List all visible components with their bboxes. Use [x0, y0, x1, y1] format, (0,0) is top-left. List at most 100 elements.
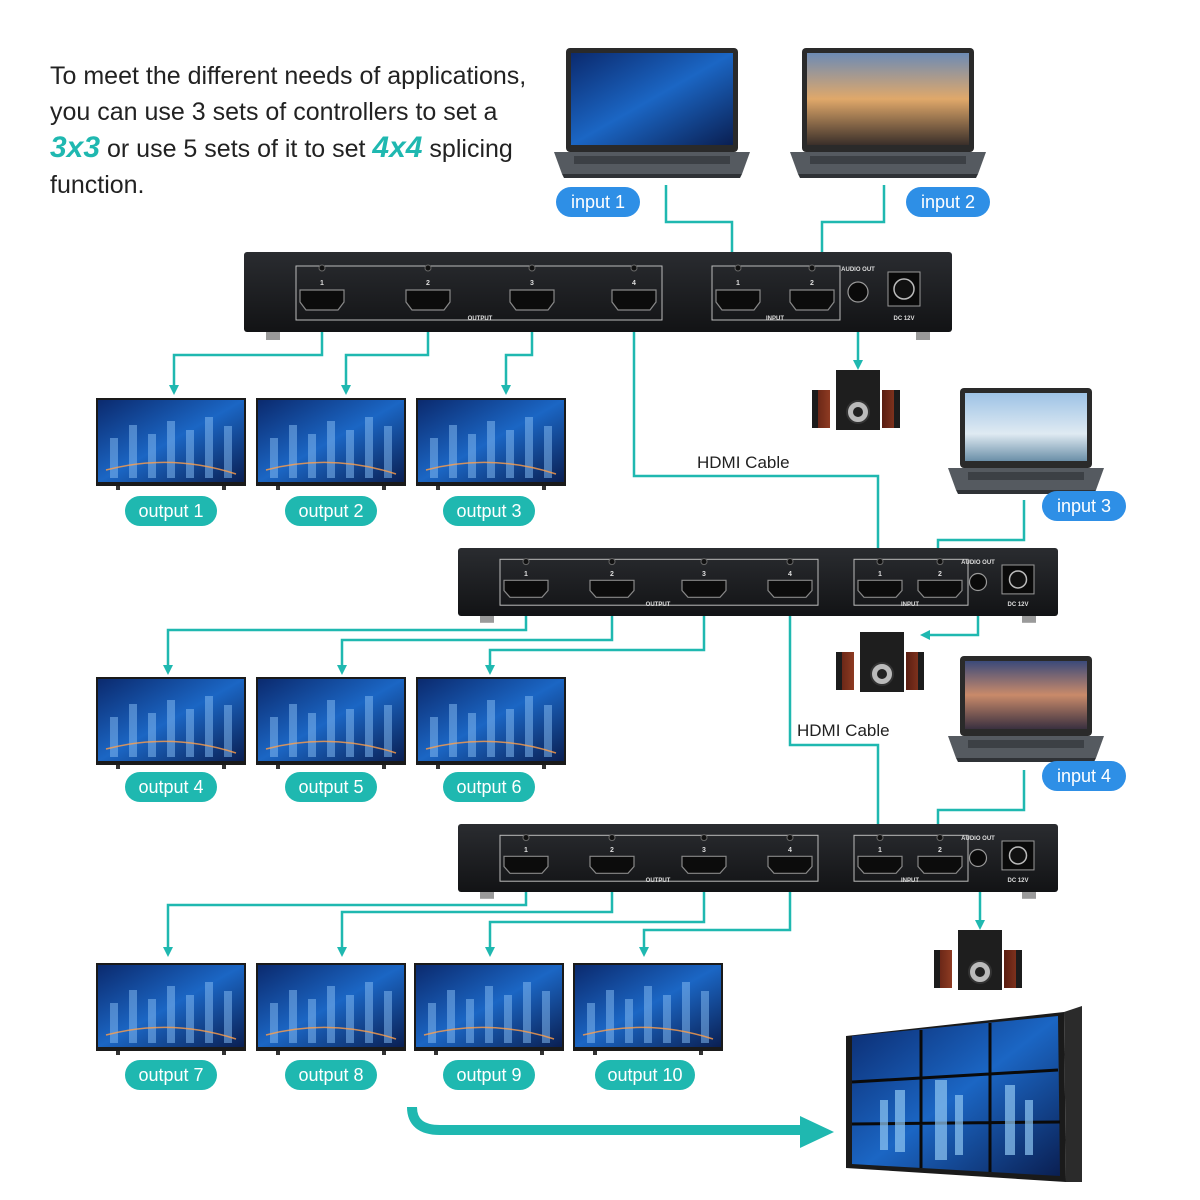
headline-part2: or use 5 sets of it to set [100, 135, 373, 163]
output-pill-label: output 3 [456, 501, 521, 521]
cable-hdmi-d1-d2 [632, 312, 883, 583]
hdmi-port-icon [503, 855, 549, 874]
hdmi-port-icon [405, 289, 451, 311]
input-pill-1: input 1 [556, 187, 640, 217]
power-jack-icon [1008, 570, 1028, 589]
tv-icon [256, 963, 406, 1055]
output-pill-5: output 5 [285, 772, 377, 802]
speaker-icon [934, 930, 1022, 990]
port-number: 4 [788, 847, 792, 854]
output-pill-10: output 10 [595, 1060, 695, 1090]
hdmi-port-icon [503, 579, 549, 598]
port-number: 3 [702, 571, 706, 578]
input-pill-label: input 2 [921, 192, 975, 212]
output-pill-4: output 4 [125, 772, 217, 802]
power-label: DC 12V [1007, 602, 1028, 608]
output-pill-2: output 2 [285, 496, 377, 526]
output-pill-label: output 10 [607, 1065, 682, 1085]
cable-d3-out1 [163, 886, 528, 957]
port-number: 1 [736, 280, 740, 287]
output-label: OUTPUT [646, 878, 671, 884]
output-pill-label: output 6 [456, 777, 521, 797]
hdmi-port-icon [715, 289, 761, 311]
hdmi-port-icon [767, 855, 813, 874]
input-pill-label: input 1 [571, 192, 625, 212]
hdmi-port-icon [589, 855, 635, 874]
port-number: 2 [610, 571, 614, 578]
input-label: INPUT [766, 316, 784, 322]
audio-out-label: AUDIO OUT [841, 267, 875, 273]
port-number: 4 [788, 571, 792, 578]
output-pill-1: output 1 [125, 496, 217, 526]
headline-part3: splicing function. [50, 135, 513, 199]
speaker-icon [836, 632, 924, 692]
power-jack-icon [893, 278, 915, 300]
tv-icon [256, 677, 406, 769]
output-pill-label: output 7 [138, 1065, 203, 1085]
cable-d3-out4 [639, 886, 792, 957]
headline-3x3: 3x3 [50, 131, 101, 164]
laptop-icon [948, 656, 1104, 762]
tv-icon [256, 398, 406, 490]
port-number: 1 [524, 847, 528, 854]
input-label: INPUT [901, 878, 919, 884]
cable-d2-out3 [485, 610, 706, 675]
video-wall-icon [846, 1006, 1082, 1182]
port-number: 1 [524, 571, 528, 578]
headline-4x4: 4x4 [372, 131, 423, 164]
cable-d2-out2 [337, 610, 614, 675]
cable-d1-out3 [501, 312, 534, 395]
hdmi-port-icon [857, 855, 903, 874]
cable-d3-out2 [337, 886, 614, 957]
hdmi-port-icon [789, 289, 835, 311]
cable-d3-out3 [485, 886, 706, 957]
port-number: 4 [632, 280, 636, 287]
output-pill-label: output 8 [298, 1065, 363, 1085]
power-label: DC 12V [1007, 878, 1028, 884]
output-pill-label: output 2 [298, 501, 363, 521]
laptop-icon [948, 388, 1104, 494]
tv-icon [416, 677, 566, 769]
laptop-icon [790, 48, 986, 178]
output-pill-9: output 9 [443, 1060, 535, 1090]
audio-out-label: AUDIO OUT [961, 560, 995, 566]
output-pill-7: output 7 [125, 1060, 217, 1090]
input-pill-2: input 2 [906, 187, 990, 217]
input-pill-3: input 3 [1042, 491, 1126, 521]
tv-icon [96, 963, 246, 1055]
output-pill-6: output 6 [443, 772, 535, 802]
input-label: INPUT [901, 602, 919, 608]
cable-d1-out2 [341, 312, 430, 395]
hdmi-cable-label-2: HDMI Cable [797, 721, 890, 740]
speaker-icon [812, 370, 900, 430]
output-label: OUTPUT [646, 602, 671, 608]
input-pill-label: input 4 [1057, 766, 1111, 786]
port-number: 3 [530, 280, 534, 287]
cable-input1 [664, 185, 737, 285]
hdmi-port-icon [299, 289, 345, 311]
output-pill-3: output 3 [443, 496, 535, 526]
tv-icon [96, 677, 246, 769]
hdmi-port-icon [589, 579, 635, 598]
cable-input2 [817, 185, 886, 285]
cable-hdmi-d2-d3 [788, 610, 883, 857]
hdmi-cable-label-1: HDMI Cable [697, 453, 790, 472]
port-number: 3 [702, 847, 706, 854]
audio-jack-icon [968, 572, 988, 592]
port-number: 2 [938, 847, 942, 854]
input-pill-label: input 3 [1057, 496, 1111, 516]
port-number: 2 [610, 847, 614, 854]
port-number: 1 [878, 571, 882, 578]
tv-icon [414, 963, 564, 1055]
headline-part1: To meet the different needs of applicati… [50, 62, 527, 126]
output-pill-8: output 8 [285, 1060, 377, 1090]
hdmi-port-icon [509, 289, 555, 311]
port-number: 1 [320, 280, 324, 287]
tv-icon [573, 963, 723, 1055]
hdmi-port-icon [681, 579, 727, 598]
hdmi-port-icon [917, 855, 963, 874]
port-number: 2 [426, 280, 430, 287]
